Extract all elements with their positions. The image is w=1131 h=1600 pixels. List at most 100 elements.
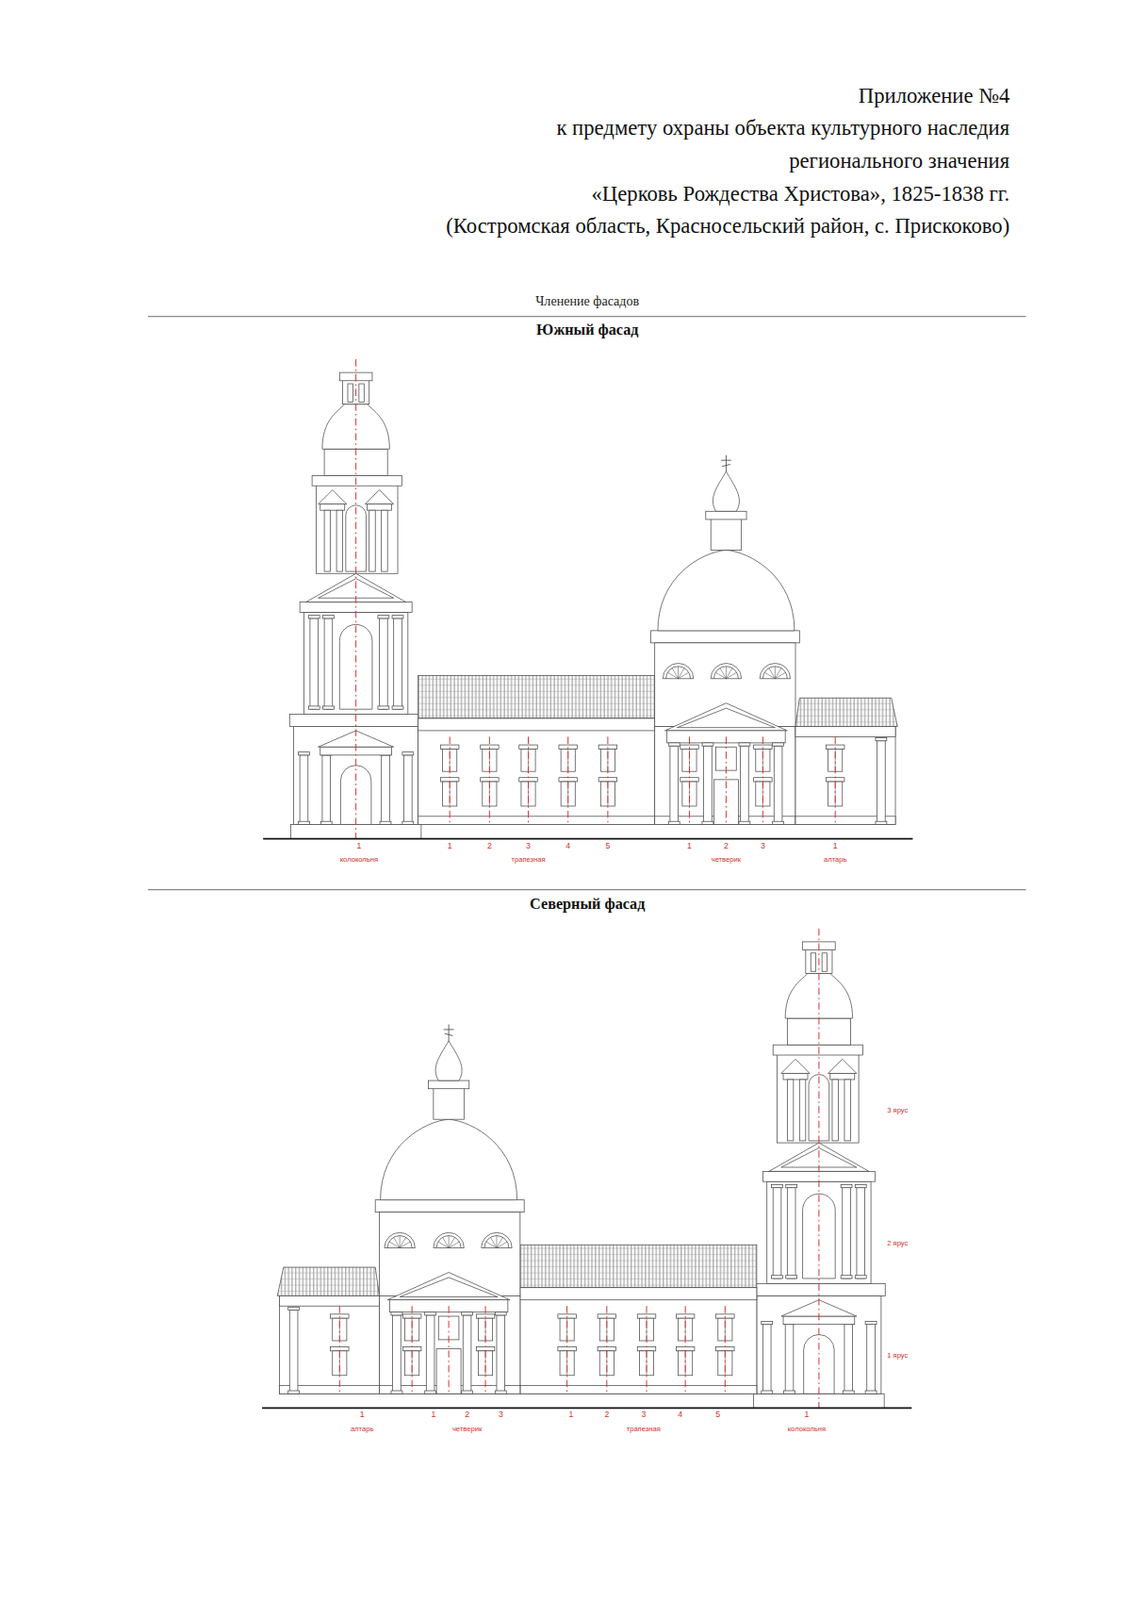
small-pediment [364,490,394,505]
facade-title: Северный фасад [529,895,645,914]
callout-number: 1 [833,840,838,851]
cornice [278,1294,379,1306]
axis-line [489,736,491,824]
altar-roof [795,697,898,726]
column-base [772,820,785,824]
window-cornice [637,1345,656,1350]
tier-label: 3 ярус [886,1106,908,1115]
callout-number: 3 [760,840,766,851]
column [670,745,679,824]
column-base [786,1275,798,1279]
window-cornice [330,1345,349,1350]
column [842,1187,852,1279]
capital [875,737,887,740]
axis-line [835,736,836,824]
capital [772,742,785,746]
chetverik-wall [655,726,796,825]
column-base [702,820,714,824]
tier-label: 2 ярус [886,1239,908,1248]
lantern [710,518,741,551]
callout-number: 5 [606,840,611,851]
lunette-frame [484,1235,509,1248]
lunette-frame [762,666,787,679]
callout-number: 1 [569,1409,574,1419]
lunette-window [481,1231,512,1247]
part-name: алтарь [350,1425,374,1434]
column [496,1314,506,1394]
lantern-opening [359,383,364,402]
part-name: колокольня [787,1425,826,1434]
window-cornice [558,777,577,782]
rule-line [147,315,1027,317]
callout-number: 1 [360,1409,365,1419]
column [381,754,391,825]
column [786,1187,796,1279]
column [324,509,330,572]
lunette-bar [448,1236,455,1247]
lunette-bar [438,1241,449,1247]
column [322,754,331,825]
column-base [377,705,390,709]
column [393,1314,402,1394]
column [799,1079,805,1141]
column-base [771,1275,784,1279]
capital [322,615,334,619]
bell-tower-tier [315,484,398,574]
lunette-bar [448,1235,450,1248]
window-cornice [519,777,538,782]
capital [865,1320,877,1324]
column [336,509,343,572]
capital [702,742,714,746]
capital [392,615,404,619]
window-cornice [597,1345,616,1350]
capital [840,1183,853,1187]
lunette-window [433,1231,464,1247]
south-facade [262,359,913,839]
lantern-opening [821,952,827,971]
cornice [520,1287,757,1300]
lantern-opening [810,952,816,971]
column [844,1324,853,1394]
refectory-wall [520,1287,757,1394]
column-base [842,1390,854,1394]
column [786,1079,793,1141]
rule-line [147,888,1027,890]
column-base [854,1275,867,1279]
capital [738,742,751,746]
heading-line: Приложение №4 [858,83,1010,109]
lunette-bar [725,672,737,678]
section-title: Членение фасадов [535,293,640,309]
window-cornice [598,777,617,782]
capital [786,1183,798,1187]
lunette-bar [399,1235,401,1248]
lunette-window [759,663,790,679]
lantern-opening [347,383,353,402]
column [393,618,403,709]
dome [657,549,795,630]
capital [461,1311,474,1315]
part-name: четверик [452,1425,482,1434]
cornice [795,726,896,738]
lunette-window [384,1231,415,1247]
axis-line [449,736,451,824]
window-cornice [557,1345,576,1350]
callout-number: 1 [431,1409,437,1419]
axis-line [411,1305,413,1394]
callout-number: 4 [565,840,571,851]
column-base [668,820,680,824]
axis-line [566,1305,568,1394]
column [426,1314,435,1394]
lunette-bar [496,1236,503,1247]
column-base [461,1390,474,1394]
heading-line: к предмету охраны объекта культурного на… [556,115,1010,141]
ground-line [262,1407,912,1410]
window-cornice [754,777,772,782]
lunette-bar [725,666,727,679]
small-pediment [828,1058,857,1073]
lunette-bar [672,667,678,678]
lunette-bar [720,667,726,678]
callout-number: 5 [715,1409,721,1419]
window-cornice [402,1345,421,1350]
column-base [392,705,404,709]
altar-roof [277,1266,379,1295]
